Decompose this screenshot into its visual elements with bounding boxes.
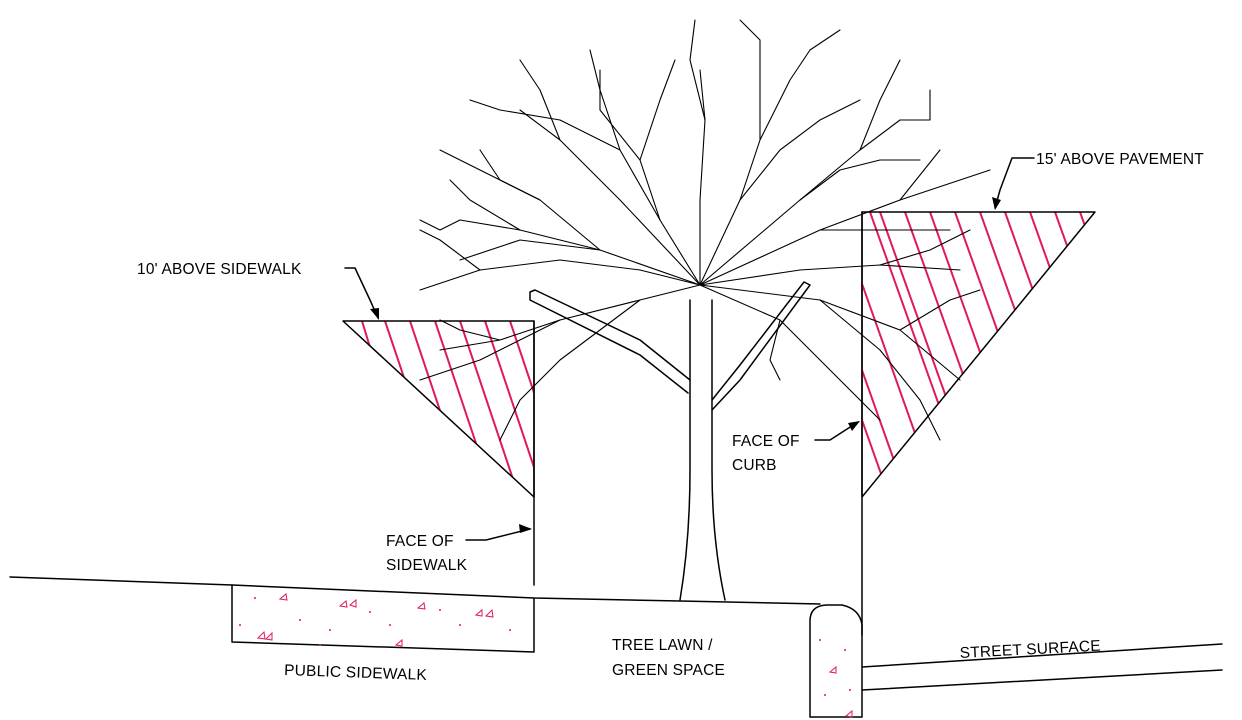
annotations: 15' ABOVE PAVEMENT 10' ABOVE SIDEWALK FA… [137, 151, 1204, 684]
curb [809, 604, 863, 718]
grade-line [9, 576, 821, 605]
pavement-clearance-hatch [862, 212, 1095, 497]
label-face-of-sidewalk-1: FACE OF [386, 533, 454, 550]
street-surface-bottom [861, 669, 1223, 691]
sidewalk-clearance-zone [342, 320, 535, 498]
label-above-pavement: 15' ABOVE PAVEMENT [1036, 151, 1204, 168]
pavement-leader-arrow [992, 197, 1001, 210]
sidewalk-face-leader-arrow [519, 524, 532, 533]
label-face-of-sidewalk-2: SIDEWALK [386, 557, 468, 574]
label-face-of-curb-2: CURB [732, 457, 777, 474]
tree [419, 19, 991, 601]
pavement-clearance-zone [861, 211, 1096, 498]
label-street-surface: STREET SURFACE [959, 638, 1101, 662]
pavement-leader [994, 157, 1035, 209]
street-surface-top [861, 643, 1223, 668]
label-public-sidewalk: PUBLIC SIDEWALK [284, 662, 428, 684]
curb-leader [814, 421, 859, 441]
label-tree-lawn-1: TREE LAWN / [612, 637, 713, 654]
sidewalk-leader-arrow [370, 308, 379, 320]
label-face-of-curb-1: FACE OF [732, 433, 800, 450]
label-tree-lawn-2: GREEN SPACE [612, 662, 725, 679]
curb-leader-arrow [848, 421, 860, 431]
ground-lines [9, 576, 1223, 718]
label-above-sidewalk: 10' ABOVE SIDEWALK [137, 261, 302, 278]
concrete-texture [239, 593, 853, 718]
tree-trunk [529, 281, 811, 601]
sidewalk-face-leader [465, 528, 531, 541]
public-sidewalk-slab [231, 584, 535, 653]
sidewalk-clearance-outline [342, 320, 535, 498]
tree-canopy [419, 19, 991, 441]
sidewalk-clearance-hatch [361, 321, 534, 497]
pavement-clearance-outline [861, 211, 1096, 498]
